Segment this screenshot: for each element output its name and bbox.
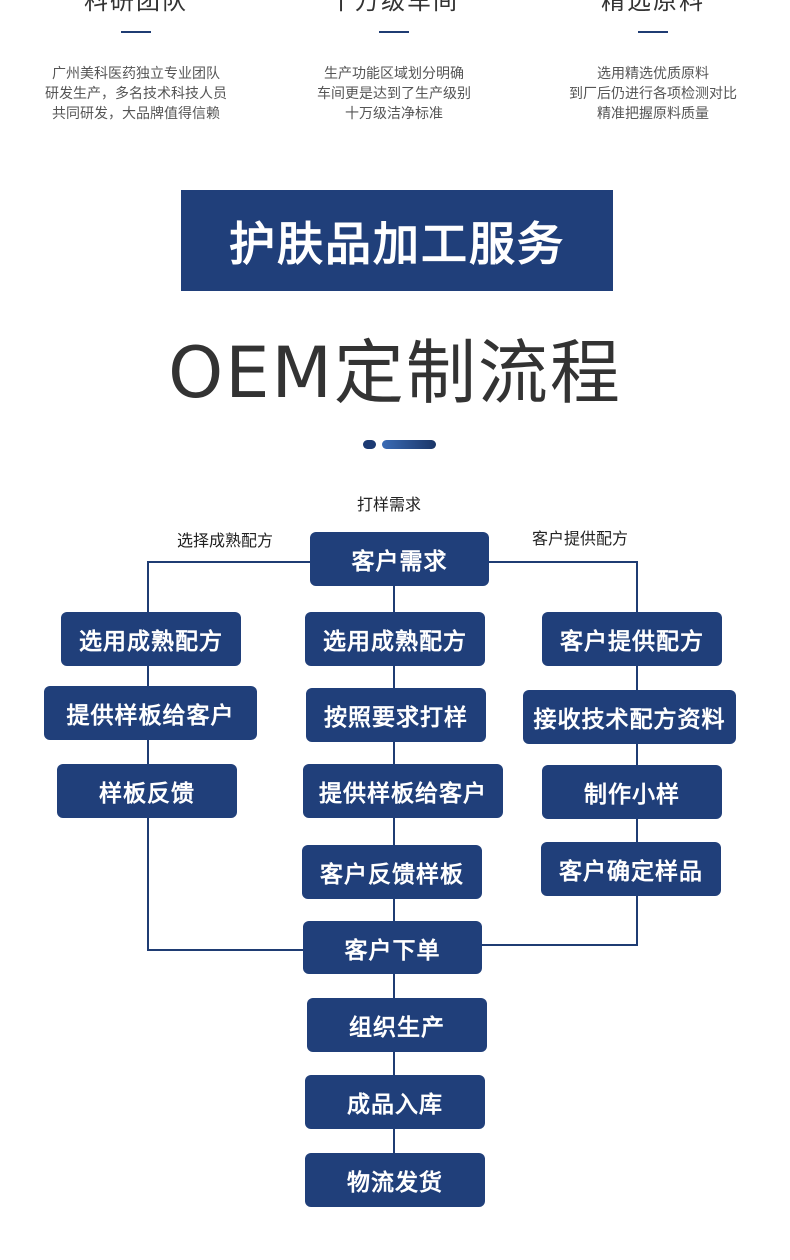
step-place-order: 客户下单 — [303, 921, 482, 974]
step-warehousing: 成品入库 — [305, 1075, 485, 1129]
feature-underline — [638, 31, 668, 33]
feature-description: 选用精选优质原料 到厂后仍进行各项检测对比 精准把握原料质量 — [533, 64, 773, 124]
right-step-customer-formula: 客户提供配方 — [542, 612, 722, 666]
step-organize-production: 组织生产 — [307, 998, 487, 1052]
title-decoration-bar — [382, 440, 436, 449]
connector-right-branch — [482, 561, 638, 946]
feature-desc-line: 广州美科医药独立专业团队 — [52, 66, 220, 82]
service-banner: 护肤品加工服务 — [181, 190, 613, 291]
left-step-sample-feedback: 样板反馈 — [57, 764, 237, 818]
feature-desc-line: 选用精选优质原料 — [597, 66, 709, 82]
title-decoration-dot — [363, 440, 376, 449]
feature-desc-line: 研发生产，多名技术科技人员 — [45, 86, 227, 102]
left-step-provide-sample: 提供样板给客户 — [44, 686, 257, 740]
feature-title: 科研团队 — [84, 0, 188, 15]
feature-description: 广州美科医药独立专业团队 研发生产，多名技术科技人员 共同研发，大品牌值得信赖 — [16, 64, 256, 124]
feature-underline — [121, 31, 151, 33]
right-step-receive-formula-data: 接收技术配方资料 — [523, 690, 736, 744]
branch-label-center: 打样需求 — [357, 495, 422, 514]
left-step-choose-formula: 选用成熟配方 — [61, 612, 241, 666]
feature-title: 精选原料 — [601, 0, 705, 15]
feature-description: 生产功能区域划分明确 车间更是达到了生产级别 十万级洁净标准 — [274, 64, 514, 124]
right-step-confirm-sample: 客户确定样品 — [541, 842, 721, 896]
branch-label-right: 客户提供配方 — [532, 529, 629, 548]
branch-label-left: 选择成熟配方 — [177, 531, 274, 550]
connector-left-branch — [147, 561, 310, 951]
feature-desc-line: 精准把握原料质量 — [597, 106, 709, 122]
feature-desc-line: 共同研发，大品牌值得信赖 — [52, 106, 220, 122]
center-step-choose-formula: 选用成熟配方 — [305, 612, 485, 666]
right-step-make-small-sample: 制作小样 — [542, 765, 722, 819]
feature-desc-line: 生产功能区域划分明确 — [324, 66, 464, 82]
feature-underline — [379, 31, 409, 33]
feature-desc-line: 到厂后仍进行各项检测对比 — [569, 86, 737, 102]
step-logistics-delivery: 物流发货 — [305, 1153, 485, 1207]
feature-title: 十万级车间 — [329, 0, 459, 15]
feature-desc-line: 十万级洁净标准 — [345, 106, 443, 122]
step-customer-demand: 客户需求 — [310, 532, 489, 586]
center-step-make-sample: 按照要求打样 — [306, 688, 486, 742]
center-step-customer-feedback: 客户反馈样板 — [302, 845, 482, 899]
center-step-provide-sample: 提供样板给客户 — [303, 764, 503, 818]
process-title: OEM定制流程 — [168, 332, 622, 414]
feature-desc-line: 车间更是达到了生产级别 — [317, 86, 471, 102]
